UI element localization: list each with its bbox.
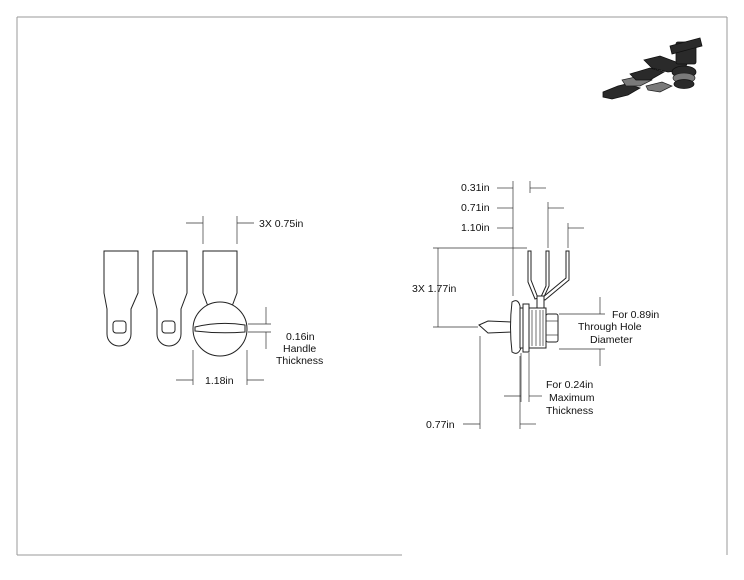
lock-flange [510, 300, 522, 354]
dim-through-hole: For 0.89in Through Hole Diameter [559, 297, 659, 366]
through-hole-line3: Diameter [590, 334, 633, 346]
cam-1 [103, 250, 139, 347]
dim-handle-thickness-value: 0.16in [286, 331, 315, 343]
dim-handle-thickness-line1: Handle [283, 343, 316, 355]
dim-110-label: 1.10in [461, 222, 490, 234]
through-hole-line1: For 0.89in [612, 309, 659, 321]
max-thickness-line1: For 0.24in [546, 379, 593, 391]
dim-key-length: 0.77in [426, 336, 536, 431]
dim-cam-offsets: 0.31in 0.71in 1.10in [461, 181, 584, 296]
threaded-body [519, 303, 547, 353]
dim-face-diameter-label: 1.18in [205, 375, 234, 387]
cam-3 [202, 250, 238, 310]
isometric-thumbnail [602, 37, 703, 100]
dim-max-thickness: For 0.24in Maximum Thickness [504, 353, 595, 417]
front-view: 3X 0.75in 1.18in 0.16in Handle Thickness [103, 216, 323, 387]
lock-face [192, 301, 248, 357]
dim-071-label: 0.71in [461, 202, 490, 214]
cam-fork [527, 250, 570, 309]
side-view: 0.31in 0.71in 1.10in 3X 1.77in For 0.89i… [412, 181, 659, 431]
dim-cam-width: 3X 0.75in [186, 216, 304, 244]
max-thickness-line3: Thickness [546, 405, 593, 417]
dim-handle-thickness: 0.16in Handle Thickness [248, 307, 323, 367]
cam-2 [152, 250, 188, 347]
dim-031-label: 0.31in [461, 182, 490, 194]
max-thickness-line2: Maximum [549, 392, 595, 404]
dim-077-label: 0.77in [426, 419, 455, 431]
dim-cam-width-label: 3X 0.75in [259, 218, 304, 230]
dim-cam-length: 3X 1.77in [412, 247, 527, 328]
dim-177-label: 3X 1.77in [412, 283, 457, 295]
through-hole-line2: Through Hole [578, 321, 642, 333]
sheet-border [16, 16, 728, 556]
dim-handle-thickness-line2: Thickness [276, 355, 323, 367]
key-shaft [478, 320, 513, 334]
lock-nut [545, 313, 559, 343]
dim-face-diameter: 1.18in [176, 350, 264, 387]
